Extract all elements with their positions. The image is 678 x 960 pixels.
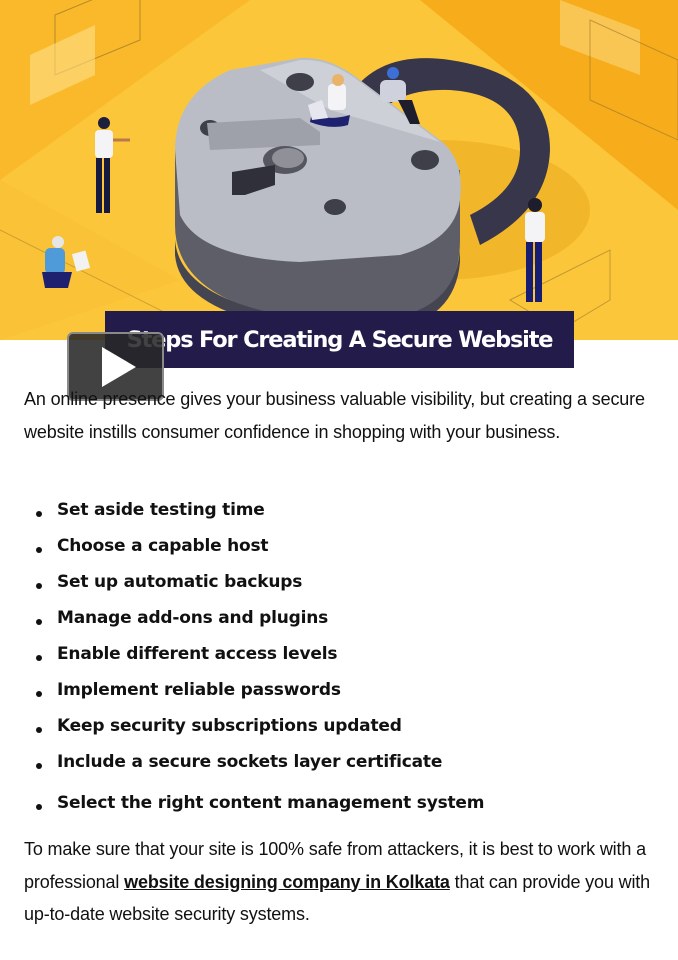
bullet-icon (36, 511, 42, 517)
list-item: Set up automatic backups (36, 564, 484, 600)
website-designing-company-link[interactable]: website designing company in Kolkata (124, 871, 450, 892)
list-item: Manage add-ons and plugins (36, 600, 484, 636)
outro-paragraph: To make sure that your site is 100% safe… (24, 833, 654, 931)
bullet-icon (36, 655, 42, 661)
list-item: Include a secure sockets layer certifica… (36, 744, 484, 780)
hero-illustration (0, 0, 678, 340)
list-item: Keep security subscriptions updated (36, 708, 484, 744)
list-item: Implement reliable passwords (36, 672, 484, 708)
list-item: Select the right content management syst… (36, 785, 484, 821)
bullet-icon (36, 727, 42, 733)
title-banner: Steps For Creating A Secure Website (105, 311, 574, 368)
steps-list: Set aside testing time Choose a capable … (36, 492, 484, 821)
outro-text-before: To make sure that your site is 100% safe… (24, 839, 646, 892)
list-item: Enable different access levels (36, 636, 484, 672)
play-icon (102, 347, 136, 387)
bullet-icon (36, 691, 42, 697)
bullet-icon (36, 619, 42, 625)
list-item: Choose a capable host (36, 528, 484, 564)
page-title: Steps For Creating A Secure Website (126, 326, 554, 353)
outro-text-after: that can provide you with up-to-date web… (24, 871, 650, 925)
play-button[interactable] (67, 332, 164, 401)
padlock-illustration-icon (0, 0, 678, 340)
list-item: Set aside testing time (36, 492, 484, 528)
bullet-icon (36, 547, 42, 553)
bullet-icon (36, 763, 42, 769)
intro-paragraph: An online presence gives your business v… (24, 389, 645, 442)
bullet-icon (36, 804, 42, 810)
person-figures (42, 67, 545, 302)
bullet-icon (36, 583, 42, 589)
